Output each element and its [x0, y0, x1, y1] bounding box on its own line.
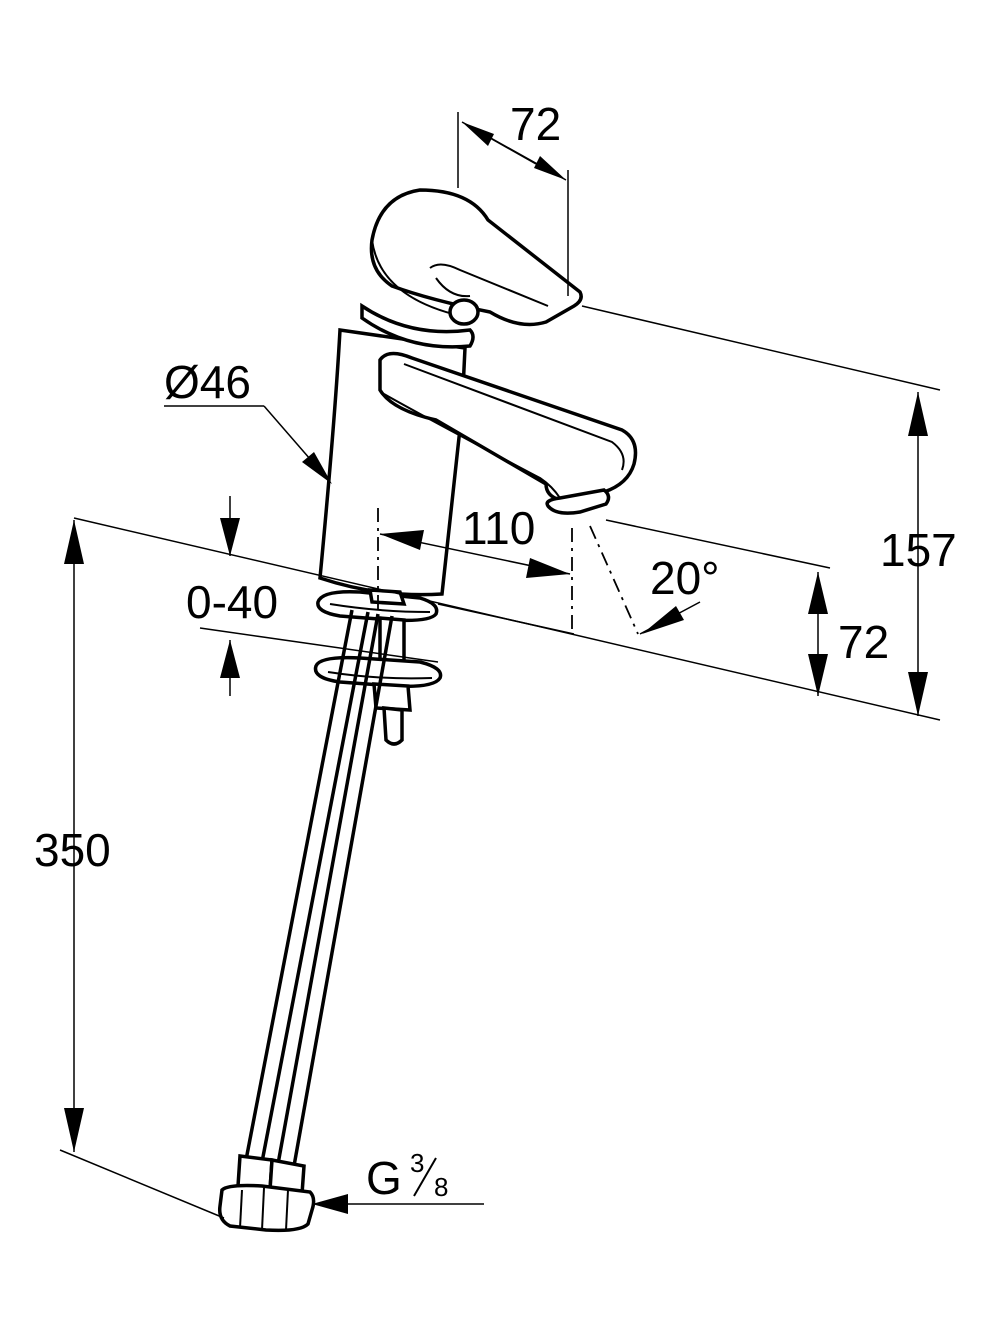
faucet-body	[318, 302, 475, 597]
thread-size-label: G 3 8	[366, 1148, 448, 1204]
lever-width-label: 72	[510, 98, 561, 150]
dimension-labels: 72 Ø46 157 110 20° 72 0-40 350 G 3 8	[34, 98, 957, 1204]
mounting-hardware	[313, 588, 443, 746]
faucet-lever	[369, 188, 583, 327]
faucet-spout	[378, 351, 638, 515]
spout-reach-label: 110	[462, 502, 535, 554]
spout-angle-label: 20°	[650, 552, 720, 604]
body-diameter-label: Ø46	[164, 356, 251, 408]
thread-numerator-label: 3	[410, 1148, 424, 1178]
thread-denominator-label: 8	[434, 1172, 448, 1202]
supply-hoses	[217, 609, 394, 1233]
thread-main-label: G	[366, 1152, 402, 1204]
hose-length-label: 350	[34, 824, 111, 876]
spout-height-label: 72	[838, 616, 889, 668]
counter-thickness-label: 0-40	[186, 576, 278, 628]
total-height-label: 157	[880, 524, 957, 576]
dimension-lines	[59, 112, 941, 1219]
